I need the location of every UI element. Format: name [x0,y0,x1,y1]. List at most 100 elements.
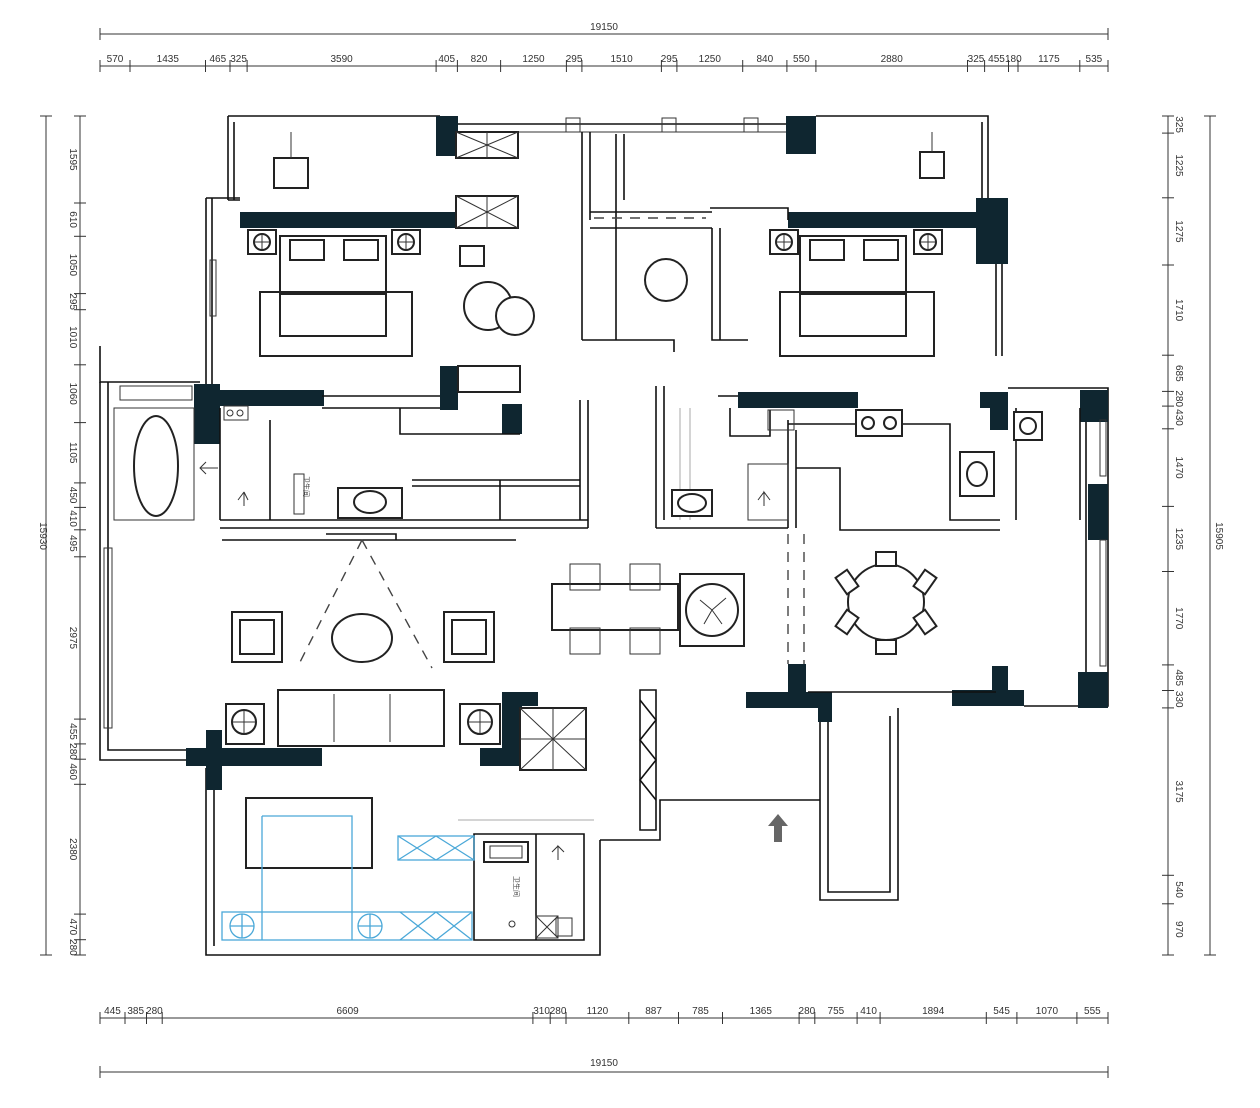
nightstand-lamp-right-2 [913,229,943,255]
structural-walls [186,116,1108,790]
side-table [459,245,485,267]
bed-left [259,235,413,357]
top-segments-label: 550 [793,54,810,65]
left-segments-label: 610 [67,211,78,228]
bottom-segments-label: 410 [860,1006,877,1017]
left-segments-label: 280 [67,939,78,956]
bottom-segments-label: 310 [533,1006,550,1017]
top-segments-label: 3590 [330,54,353,65]
bottom-segments-label: 385 [127,1006,144,1017]
right-segments-label: 1275 [1173,220,1184,243]
right-segments-label: 1470 [1173,456,1184,479]
round-dining-table [847,563,925,641]
top-segments-label: 295 [566,54,583,65]
right-segments-label: 280 [1173,390,1184,407]
nightstand-lamp-left-1 [247,229,277,255]
round-chair-2 [495,296,535,336]
bottom-segments-label: 1120 [587,1006,609,1017]
bath-left-label: 卫生间 [302,476,311,497]
bathroom-center [671,463,789,521]
left-segments-label: 1595 [67,148,78,171]
vanity-bottom [483,841,529,863]
bottom-segments-label: 755 [828,1006,845,1017]
bedroom-bottom [221,797,475,941]
nightstand-lamp-right-1 [769,229,799,255]
top-segments-label: 465 [209,54,226,65]
left-segments-label: 1010 [67,326,78,349]
left-segments-label: 280 [67,743,78,760]
right-segments-label: 540 [1173,881,1184,898]
interior-partitions [219,132,1081,941]
bottom-segments-label: 1070 [1036,1006,1059,1017]
sofa [277,689,445,747]
bottom-segments-label: 1894 [922,1006,945,1017]
balcony-table-left [273,157,309,189]
top-segments-label: 295 [661,54,678,65]
bottom-segments-label: 445 [104,1006,121,1017]
top-segments-label: 455 [988,54,1005,65]
bath-bottom-label: 卫生间 [512,876,521,897]
round-table-study [644,258,688,302]
left-segments-label: 1060 [67,383,78,406]
bottom-segments-label: 785 [692,1006,709,1017]
right-segments-label: 1710 [1173,299,1184,322]
left-segments-label: 2975 [67,627,78,650]
bed-right [779,235,935,357]
bottom-segments-label: 280 [550,1006,567,1017]
bottom-segments-label: 887 [645,1006,662,1017]
left-segments-label: 450 [67,487,78,504]
bed-bottom [245,797,373,869]
top-segments-label: 325 [230,54,247,65]
balcony-table-right [919,151,945,179]
left-segments-label: 295 [67,293,78,310]
left-segments-label: 1105 [67,442,78,464]
right-segments-label: 970 [1173,921,1184,938]
bottom-segments-label: 280 [146,1006,163,1017]
round-dining [834,551,938,655]
left-segments-label: 2380 [67,838,78,861]
top-segments-label: 1175 [1038,54,1060,65]
right-segments-label: 1225 [1173,154,1184,177]
bottom-segments-label: 280 [799,1006,816,1017]
left-segments-label: 455 [67,723,78,740]
nightstand-lamp-left-2 [391,229,421,255]
bathtub [133,415,179,517]
bottom-segments-label: 545 [993,1006,1010,1017]
left-segments-label: 1050 [67,254,78,277]
bathroom-left: 卫生间 [113,385,403,521]
right-segments-label: 485 [1173,669,1184,686]
top-segments-label: 2880 [881,54,904,65]
top-segments-label: 1510 [610,54,633,65]
top-total-dim: 19150 [590,22,618,33]
wardrobe-blue [397,835,475,861]
top-segments-label: 1435 [157,54,180,65]
right-segments-label: 685 [1173,365,1184,382]
bathroom-bottom: 卫生间 [483,841,573,939]
kitchen [767,409,1043,497]
top-segments-label: 325 [968,54,985,65]
side-lamp-right [459,703,501,745]
bottom-total-dim: 19150 [590,1058,618,1069]
right-segments-label: 1770 [1173,607,1184,630]
left-total-dim: 15930 [37,522,48,550]
left-segments-label: 470 [67,919,78,936]
top-segments-label: 820 [471,54,488,65]
top-segments-label: 840 [756,54,773,65]
left-segments-label: 460 [67,763,78,780]
top-segments-label: 535 [1086,54,1103,65]
bottom-segments-label: 1365 [750,1006,773,1017]
long-table [551,583,679,631]
dimension-left: 15930 1595610105029510101060110545041049… [37,115,86,956]
right-segments-label: 325 [1173,116,1184,133]
top-segments-label: 570 [107,54,124,65]
entrance-arrow-icon [768,814,788,842]
living-room [225,539,587,771]
top-segments-label: 1250 [522,54,545,65]
side-lamp-left [225,703,265,745]
right-segments-label: 1235 [1173,528,1184,551]
window-marks [103,117,1107,729]
left-segments-label: 495 [67,535,78,552]
bottom-segments-label: 555 [1084,1006,1101,1017]
